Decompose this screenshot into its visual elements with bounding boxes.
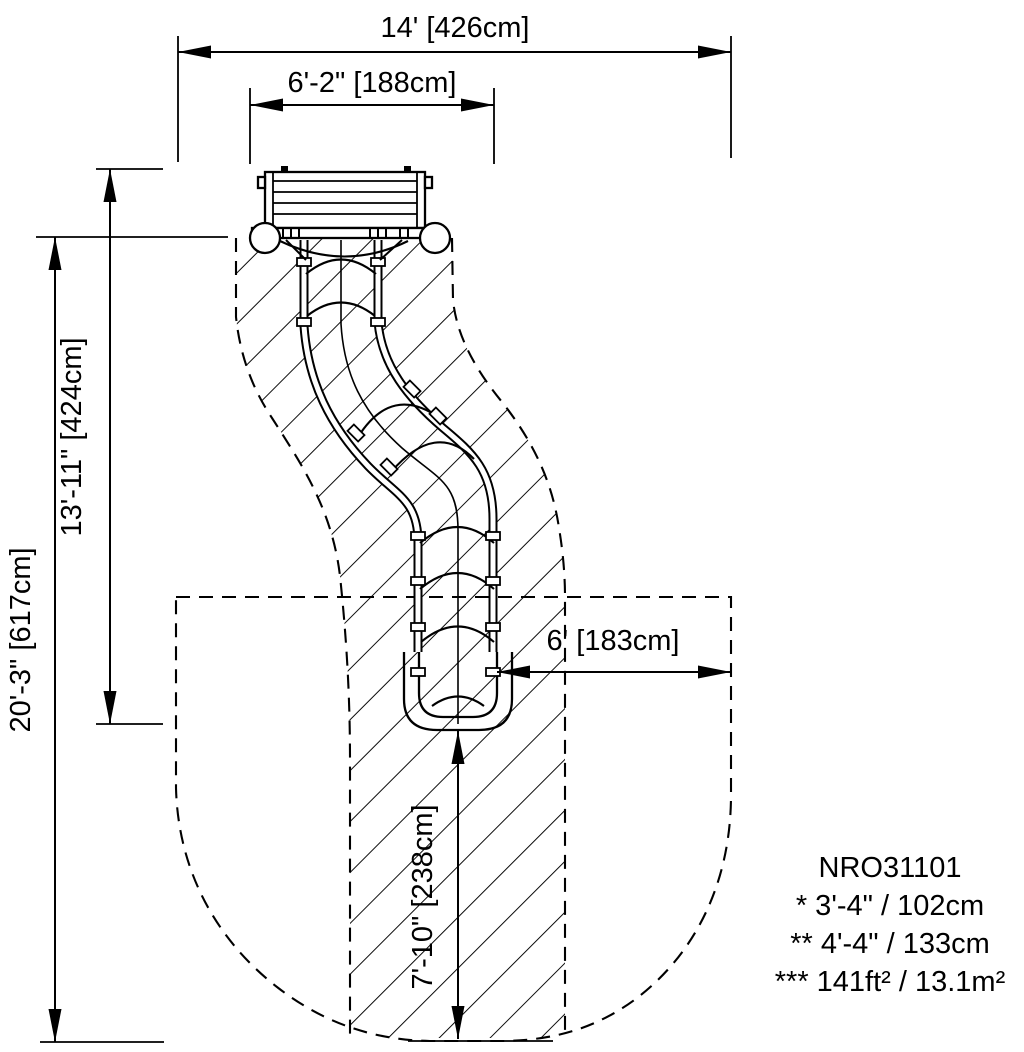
notes-block: NRO31101 * 3'-4" / 102cm ** 4'-4" / 133c… <box>775 852 1006 998</box>
slide-rails <box>299 240 498 652</box>
platform-side-tab-right <box>423 175 434 190</box>
slide-entry-funnel <box>285 239 403 261</box>
safety-zone <box>174 237 733 1043</box>
dim-exit-side-label: 6' [183cm] <box>547 625 680 657</box>
safety-zone-hatch-area <box>236 238 565 1038</box>
slide-section-joints <box>296 257 501 677</box>
dimension-total-depth: 20'-3" [617cm] <box>5 236 228 1043</box>
dimension-overall-width: 14' [426cm] <box>177 12 732 162</box>
dim-overall-width-label: 14' [426cm] <box>380 12 529 44</box>
dim-structure-depth-label: 13'-11" [424cm] <box>56 337 88 536</box>
note-line-2: ** 4'-4" / 133cm <box>790 928 990 960</box>
platform-rail-ticks <box>282 228 409 238</box>
dimension-exit-front-clearance: 7'-10" [238cm] <box>407 731 553 1042</box>
platform-corner-tab-left <box>281 166 288 172</box>
dim-exit-front-label: 7'-10" [238cm] <box>407 804 439 989</box>
dimension-structure-depth: 13'-11" [424cm] <box>56 168 163 725</box>
platform-post-left <box>248 221 282 255</box>
model-number: NRO31101 <box>819 852 962 884</box>
safety-zone-left-boundary <box>234 238 352 1036</box>
slide-plan <box>279 239 514 732</box>
slide-centerline <box>340 240 459 724</box>
platform <box>248 166 452 255</box>
platform-deck-boards <box>272 172 418 228</box>
platform-corner-tab-right <box>404 166 411 172</box>
dim-deck-width-label: 6'-2" [188cm] <box>288 67 457 99</box>
dimension-exit-side-clearance: 6' [183cm] <box>497 625 731 679</box>
safety-zone-right-boundary <box>450 237 567 1036</box>
platform-side-tab-left <box>256 175 267 190</box>
note-line-1: * 3'-4" / 102cm <box>796 890 984 922</box>
dimension-deck-width: 6'-2" [188cm] <box>249 67 495 164</box>
note-line-3: *** 141ft² / 13.1m² <box>775 966 1006 998</box>
dim-total-depth-label: 20'-3" [617cm] <box>5 547 37 732</box>
platform-post-right <box>418 221 452 255</box>
